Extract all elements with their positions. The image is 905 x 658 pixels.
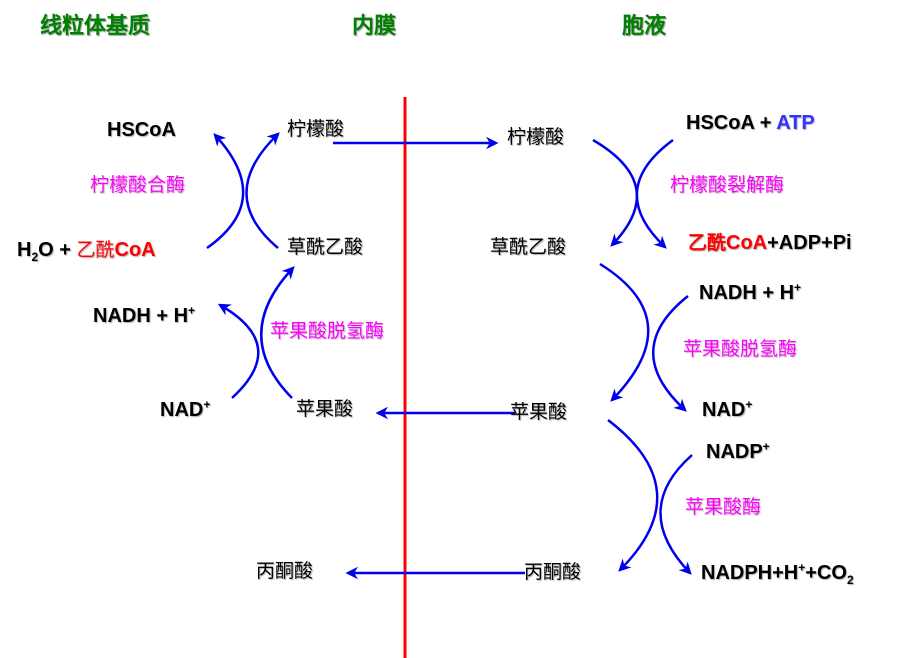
cytosol-atp: ATP [776, 112, 815, 134]
matrix-citrate: 柠檬酸 [287, 118, 345, 140]
cytosol-nadh-text: NADH + H [699, 282, 795, 304]
matrix-acetyl-coa: CoA [114, 239, 156, 261]
cytosol-nadh-sup: + [794, 280, 802, 295]
cytosol-malate-dehydrogenase-label: 苹果酸脱氢酶 [683, 338, 798, 360]
oxaloacetate-to-citrate-curve [245, 132, 280, 249]
matrix-nadh-text: NADH + H [93, 305, 189, 327]
cytosol-nadp-text: NADP [706, 441, 763, 463]
cytosol-acetyl-cn: 乙酰 [688, 232, 727, 254]
matrix-nadh: NADH + H+ [93, 303, 196, 327]
cytosol-pyruvate: 丙酮酸 [524, 561, 582, 583]
cytosol-nadph-text: NADPH+H [701, 562, 799, 584]
cytosol-malic-enzyme-label: 苹果酸酶 [685, 496, 762, 518]
cytosol-nad: NAD+ [702, 397, 753, 421]
cytosol-nadph-h-co2: NADPH+H++CO2 [701, 560, 854, 586]
matrix-citrate-synthase-label: 柠檬酸合酶 [90, 174, 186, 196]
matrix-pyruvate: 丙酮酸 [256, 560, 314, 582]
cytosol-adp-pi: +ADP+Pi [767, 232, 852, 254]
cytosol-citrate: 柠檬酸 [507, 126, 565, 148]
header-cytosol: 胞液 [622, 13, 667, 39]
matrix-hscoa: HSCoA [107, 119, 176, 141]
nadh-to-nad-curve [652, 295, 689, 412]
acetylcoa-to-hscoa-curve [206, 133, 245, 250]
h2o-subscript: 2 [31, 250, 39, 264]
cytosol-nadph-sup: + [798, 560, 806, 575]
cytosol-nad-sup: + [745, 397, 753, 412]
matrix-malate: 苹果酸 [296, 398, 354, 420]
matrix-malate-dehydrogenase-label: 苹果酸脱氢酶 [270, 320, 385, 342]
cytosol-co2-sub: 2 [846, 573, 854, 587]
cytosol-citrate-lyase-label: 柠檬酸裂解酶 [670, 174, 785, 196]
malate-to-pyruvate-curve [607, 419, 659, 572]
matrix-nad: NAD+ [160, 397, 211, 421]
matrix-nadh-sup: + [188, 303, 196, 318]
cytosol-hscoa-text: HSCoA + [686, 112, 777, 134]
matrix-h2o-acetylcoa: H2O + 乙酰CoA [17, 239, 156, 263]
matrix-nad-text: NAD [160, 399, 204, 421]
header-mitochondrial-matrix: 线粒体基质 [40, 13, 151, 39]
cytosol-nadh: NADH + H+ [699, 280, 802, 304]
matrix-nad-sup: + [203, 397, 211, 412]
hscoa-atp-to-acetylcoa-curve [635, 138, 674, 249]
malate-to-oxaloacetate-curve [260, 266, 295, 399]
nad-to-nadh-curve [217, 303, 260, 399]
matrix-acetyl-cn: 乙酰 [76, 239, 115, 261]
cytosol-malate: 苹果酸 [510, 401, 568, 423]
cytosol-acetylcoa-adp-pi: 乙酰CoA+ADP+Pi [688, 233, 852, 253]
h2o-h: H [17, 239, 32, 261]
cytosol-hscoa-atp: HSCoA + ATP [686, 113, 815, 133]
header-inner-membrane: 内膜 [352, 13, 397, 39]
oxaloacetate-to-malate-curve [599, 262, 650, 402]
matrix-oxaloacetate: 草酰乙酸 [287, 236, 364, 258]
citrate-to-oxaloacetate-curve [592, 138, 639, 247]
h2o-rest: O + [38, 239, 77, 261]
cytosol-co2-text: +CO [805, 562, 847, 584]
cytosol-nadp: NADP+ [706, 439, 770, 463]
cytosol-oxaloacetate: 草酰乙酸 [490, 236, 567, 258]
cytosol-nadp-sup: + [762, 439, 770, 454]
nadp-to-nadph-curve [659, 454, 693, 575]
cytosol-nad-text: NAD [702, 399, 746, 421]
cytosol-acetyl-coa: CoA [726, 232, 768, 254]
